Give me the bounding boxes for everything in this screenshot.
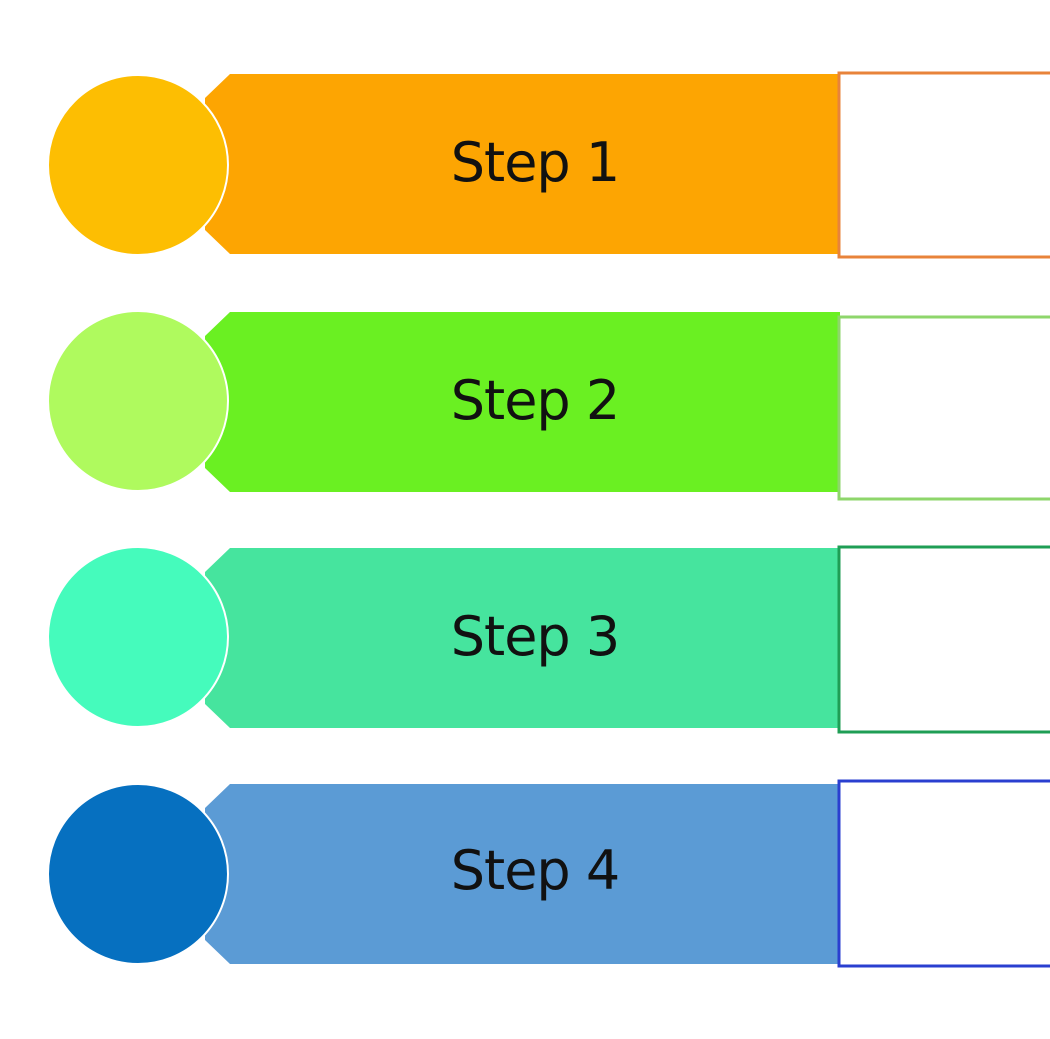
step-1-text-box[interactable] (837, 71, 1050, 259)
step-3-circle (47, 546, 229, 728)
step-row-4: Step 4 (0, 779, 1050, 970)
step-1-graphic (47, 71, 1050, 259)
step-1-label: Step 1 (450, 130, 620, 194)
step-4-graphic (47, 779, 1050, 968)
step-3-graphic (47, 545, 1050, 734)
step-2-graphic (47, 310, 1050, 501)
step-1-circle (47, 74, 229, 256)
step-4-text-box[interactable] (837, 779, 1050, 968)
step-1-banner (205, 74, 840, 254)
step-row-1: Step 1 (0, 71, 1050, 262)
step-row-3: Step 3 (0, 545, 1050, 736)
step-3-text-box[interactable] (837, 545, 1050, 734)
step-2-text-box[interactable] (837, 315, 1050, 501)
step-2-circle (47, 310, 229, 492)
step-2-banner (205, 312, 840, 492)
step-2-label: Step 2 (450, 368, 620, 432)
step-row-2: Step 2 (0, 310, 1050, 501)
step-4-banner (205, 784, 840, 964)
step-3-banner (205, 548, 840, 728)
step-4-label: Step 4 (450, 838, 620, 902)
step-3-label: Step 3 (450, 604, 620, 668)
step-4-circle (47, 783, 229, 965)
